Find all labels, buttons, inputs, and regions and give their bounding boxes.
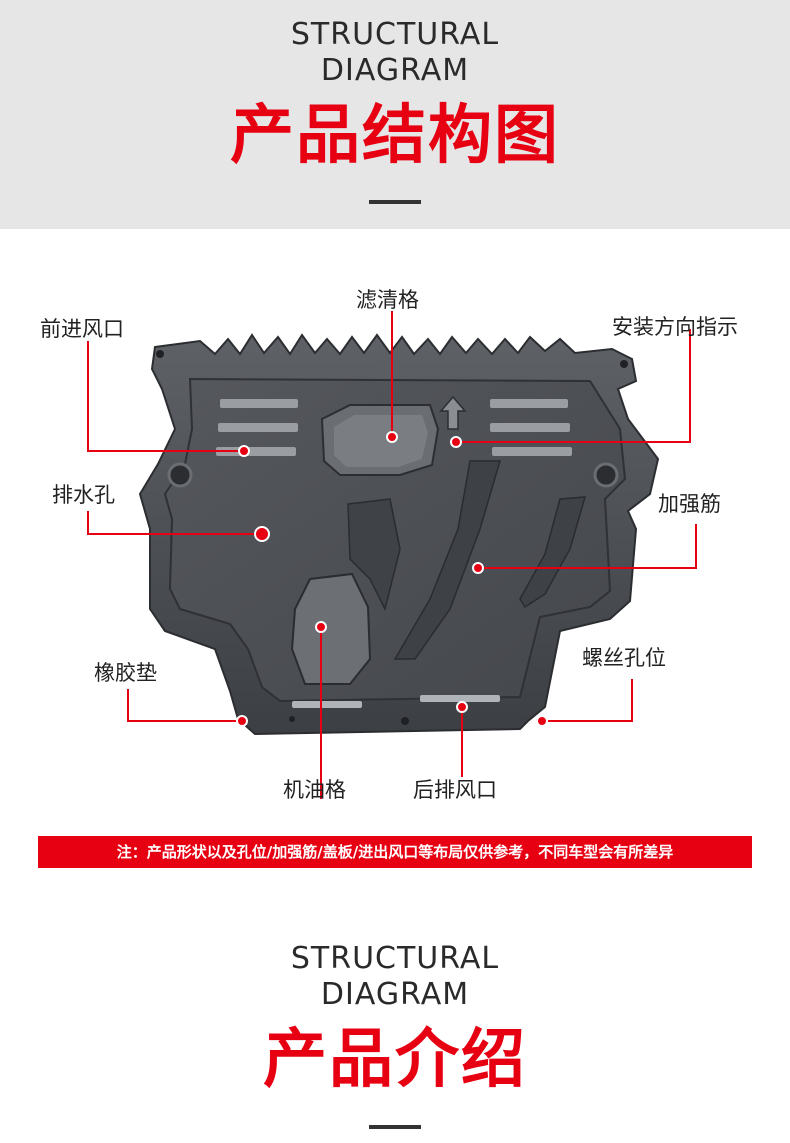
skid-plate-illustration [87,311,697,799]
reinforcing-rib [393,460,502,660]
left-drain-hole [167,462,193,488]
section-en-title-line1: STRUCTURAL [290,17,500,52]
oil-grille-panel [290,572,372,685]
structure-diagram: 滤清格 前进风口 安装方向指示 排水孔 加强筋 螺丝孔位 橡胶垫 机油格 后排风… [0,229,790,839]
section2-en-title-line2: DIAGRAM [320,977,470,1012]
label-oil-grille: 机油格 [283,778,346,802]
callout-dots [236,431,548,727]
label-reinforcing-rib: 加强筋 [658,492,721,516]
label-drain-hole: 排水孔 [52,483,115,507]
direction-arrow [439,395,467,430]
label-filter-grille: 滤清格 [356,288,419,312]
section2-en-title-line1: STRUCTURAL [290,941,500,976]
label-screw-hole: 螺丝孔位 [582,646,666,670]
section-en-title-line2: DIAGRAM [320,53,470,88]
title-divider [369,200,421,204]
section-cn-title: 产品结构图 [230,99,560,173]
right-vent-slots [490,399,572,456]
header-band [0,0,790,229]
callout-lines [87,311,697,799]
front-vent-slots [216,399,298,456]
right-drain-hole [593,462,619,488]
rear-vent-slots [292,695,500,708]
label-rear-vent: 后排风口 [413,778,497,802]
disclaimer-note: 注：产品形状以及孔位/加强筋/盖板/进出风口等布局仅供参考，不同车型会有所差异 [38,836,752,868]
section2-cn-title: 产品介绍 [263,1023,527,1097]
label-direction-indicator: 安装方向指示 [612,315,738,339]
label-rubber-pad: 橡胶垫 [94,661,157,685]
label-front-vent: 前进风口 [40,317,124,341]
section2-divider [369,1125,421,1129]
